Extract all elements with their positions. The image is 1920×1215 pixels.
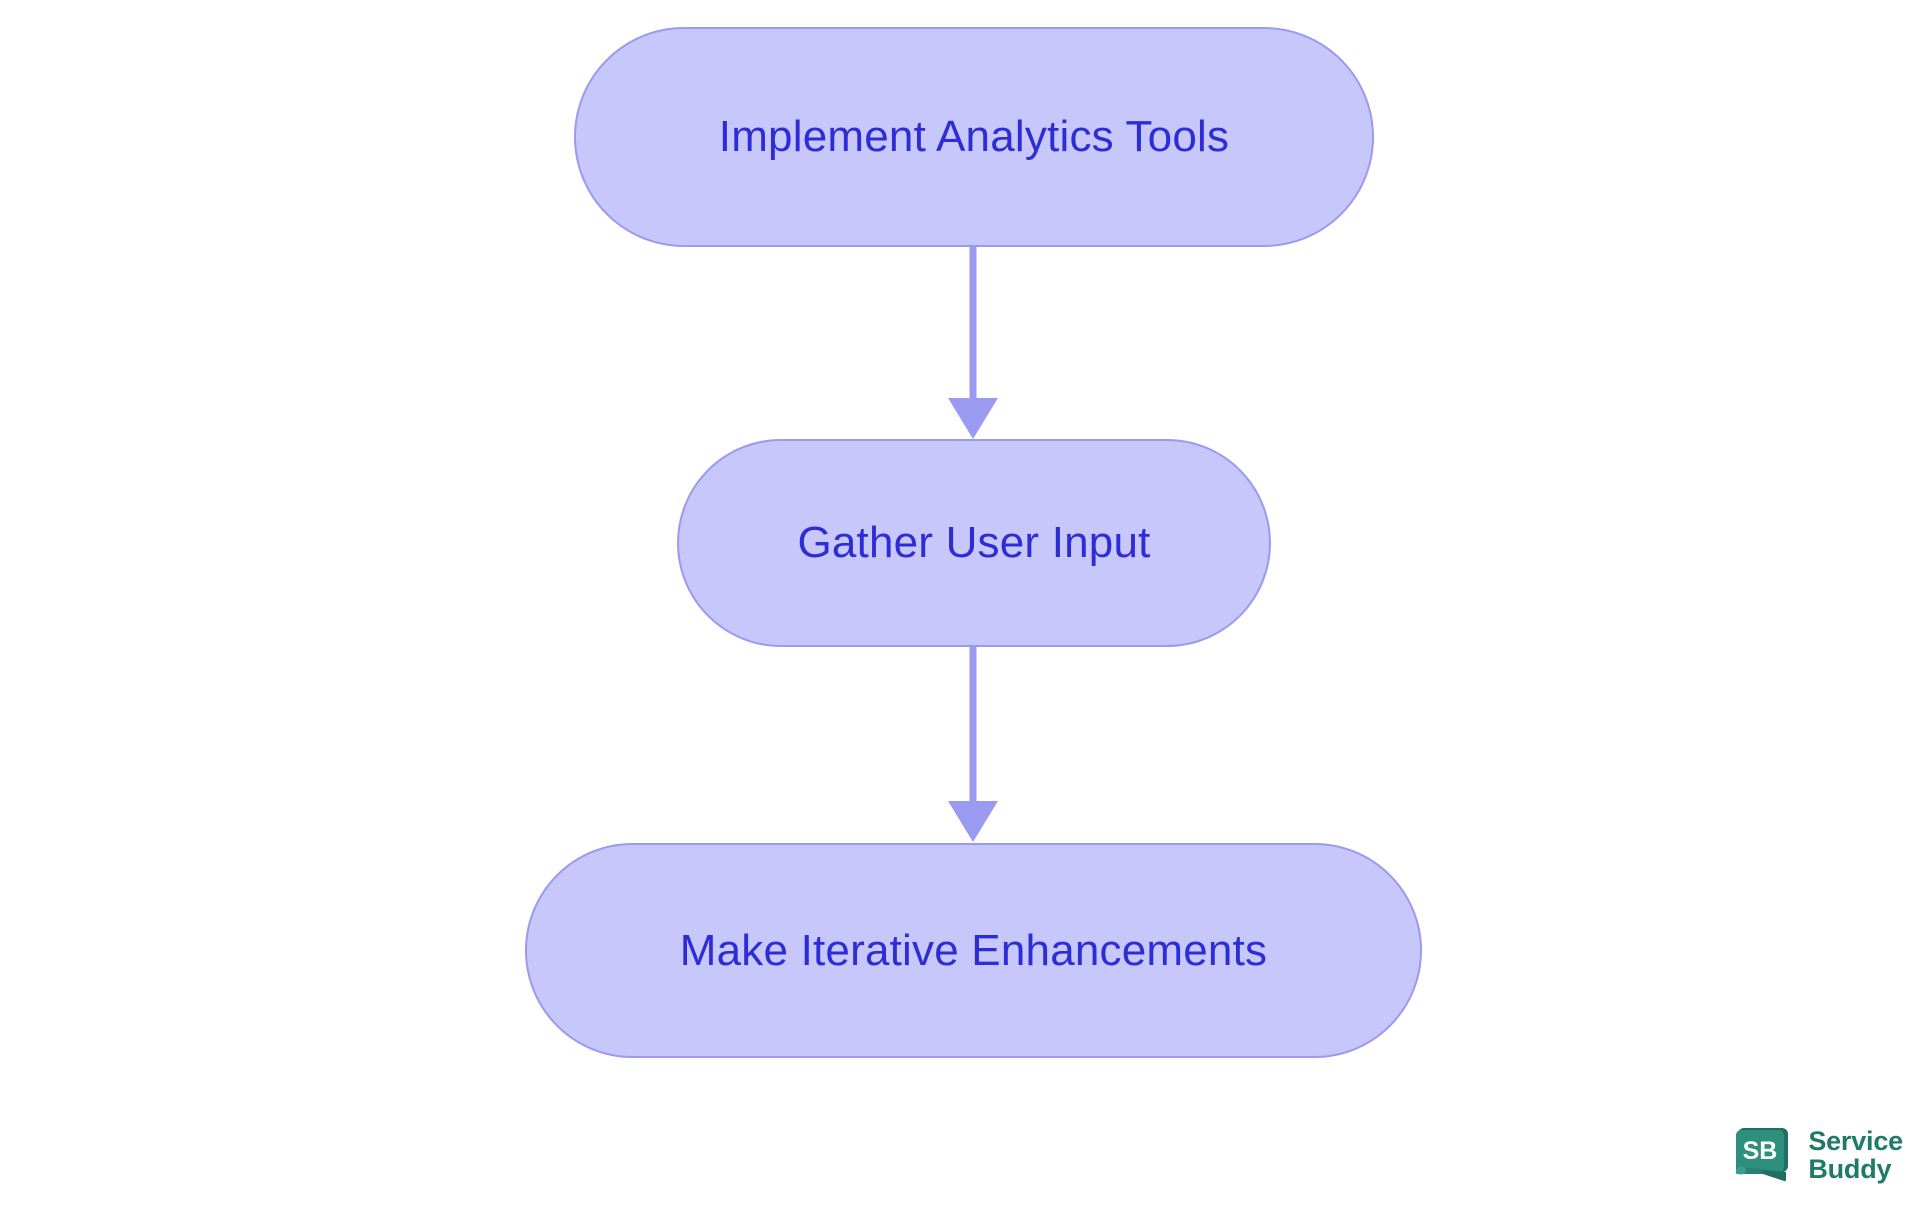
brand-name-line-1: Service (1808, 1125, 1903, 1156)
service-buddy-mark-icon: SB (1733, 1123, 1797, 1187)
flowchart-node-implement-analytics-tools[interactable]: Implement Analytics Tools (574, 27, 1374, 247)
node-label: Implement Analytics Tools (718, 112, 1230, 161)
sb-badge-icon: SB (1736, 1128, 1789, 1182)
edge-gather-to-enhancements (948, 647, 998, 842)
flowchart-node-gather-user-input[interactable]: Gather User Input (677, 439, 1271, 647)
brand-logo: SB Service Buddy (1733, 1123, 1903, 1187)
node-label: Gather User Input (797, 518, 1151, 567)
edge-1-arrowhead-icon (948, 398, 998, 439)
edge-implement-to-gather (948, 247, 998, 439)
edge-2-arrowhead-icon (948, 801, 998, 842)
sb-monogram: SB (1743, 1137, 1778, 1165)
brand-wordmark: Service Buddy (1808, 1127, 1903, 1183)
node-label: Make Iterative Enhancements (679, 925, 1268, 975)
flowchart-node-make-iterative-enhancements[interactable]: Make Iterative Enhancements (525, 843, 1422, 1058)
brand-name-line-2: Buddy (1808, 1154, 1892, 1184)
